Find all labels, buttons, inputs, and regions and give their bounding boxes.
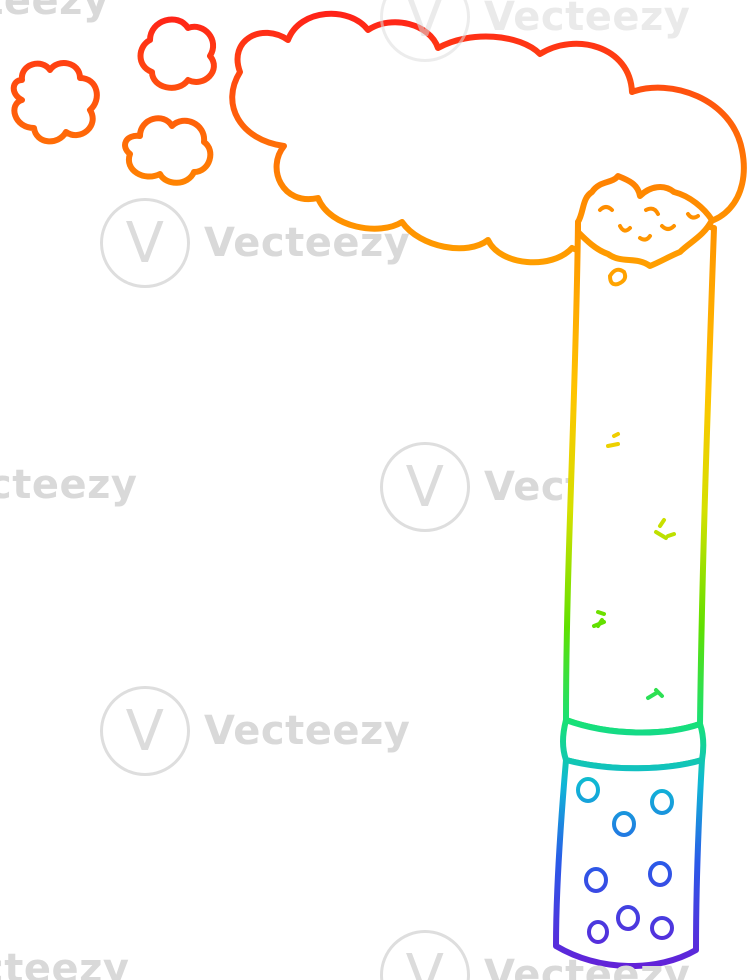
watermark-bottom-right: V Vecteezy: [380, 930, 690, 980]
cigarette-body: [563, 214, 717, 736]
watermark-text: cteezy: [0, 946, 130, 980]
smoke-puff-2: [10, 60, 100, 145]
smoke-puff-1: [137, 16, 217, 91]
watermark-bottom-left: cteezy: [0, 946, 129, 980]
watermark-bottom-clip: cteezy V Vecteezy: [0, 930, 749, 980]
cigarette-burning-tip: [575, 173, 715, 269]
watermark-logo-icon: V: [380, 930, 470, 980]
tobacco-specks: [592, 432, 676, 700]
watermark-text: Vecteezy: [484, 952, 691, 980]
ash-details: [598, 205, 700, 287]
filter-dots: [576, 777, 674, 944]
smoke-puff-3: [122, 115, 214, 186]
